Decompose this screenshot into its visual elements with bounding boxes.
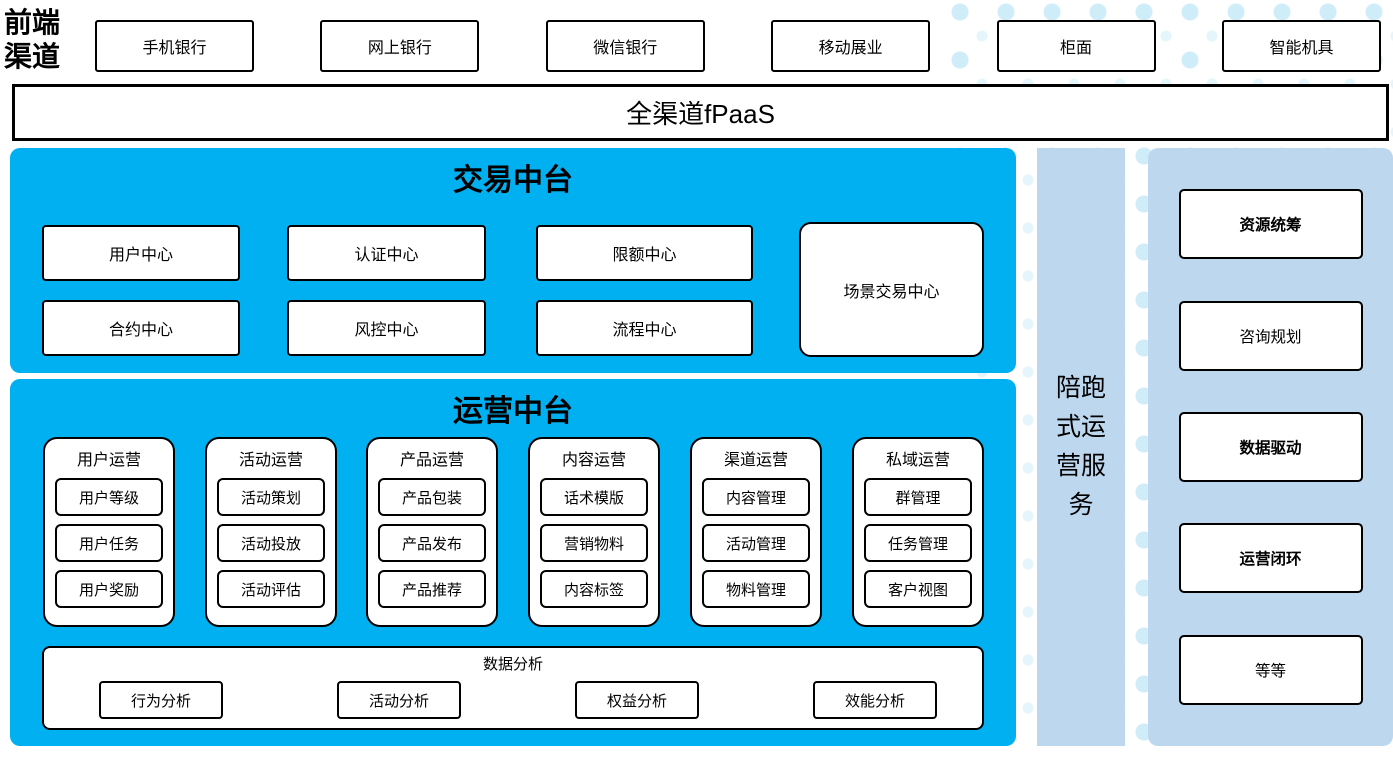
- operation-column-title: 渠道运营: [723, 452, 788, 469]
- operation-column: 私域运营 群管理 任务管理 客户视图: [852, 437, 984, 627]
- transaction-platform-title: 交易中台: [453, 163, 573, 198]
- operation-item: 用户等级: [55, 478, 163, 516]
- front-channels-label: 前端渠道: [4, 6, 61, 73]
- operation-platform-title: 运营中台: [453, 394, 573, 429]
- channel-box: 智能机具: [1221, 20, 1381, 72]
- operation-item: 活动策划: [217, 478, 325, 516]
- service-box: 咨询规划: [1178, 300, 1363, 371]
- operation-column-title: 用户运营: [76, 452, 141, 469]
- operation-item: 用户奖励: [55, 570, 163, 608]
- channel-box: 移动展业: [771, 20, 931, 72]
- operation-column: 渠道运营 内容管理 活动管理 物料管理: [690, 437, 822, 627]
- data-analysis-title: 数据分析: [482, 656, 543, 673]
- side-service-bar: 陪跑式运营服务: [1037, 148, 1125, 746]
- operation-column-title: 内容运营: [561, 452, 626, 469]
- operation-column: 内容运营 话术模版 营销物料 内容标签: [528, 437, 660, 627]
- channel-box: 手机银行: [95, 20, 254, 72]
- analysis-box: 活动分析: [337, 681, 461, 719]
- operation-item: 物料管理: [702, 570, 810, 608]
- scenario-transaction-center-box: 场景交易中心: [799, 222, 984, 357]
- data-analysis-bar: 数据分析 行为分析 活动分析 权益分析 效能分析: [42, 646, 984, 730]
- front-channels-row: 手机银行 网上银行 微信银行 移动展业 柜面 智能机具: [95, 20, 1381, 72]
- operation-item: 客户视图: [864, 570, 972, 608]
- operation-item: 内容标签: [540, 570, 648, 608]
- data-analysis-items: 行为分析 活动分析 权益分析 效能分析: [44, 674, 982, 719]
- service-box: 运营闭环: [1178, 523, 1363, 594]
- operation-item: 产品发布: [378, 524, 486, 562]
- operation-column: 产品运营 产品包装 产品发布 产品推荐: [366, 437, 498, 627]
- channel-box: 网上银行: [320, 20, 480, 72]
- operation-column: 用户运营 用户等级 用户任务 用户奖励: [43, 437, 175, 627]
- operation-item: 营销物料: [540, 524, 648, 562]
- service-box: 等等: [1178, 634, 1363, 705]
- channel-box: 柜面: [996, 20, 1156, 72]
- operation-item: 话术模版: [540, 478, 648, 516]
- analysis-box: 效能分析: [813, 681, 937, 719]
- fpaas-bar: 全渠道fPaaS: [12, 84, 1389, 141]
- operation-column-title: 产品运营: [399, 452, 464, 469]
- operation-item: 活动管理: [702, 524, 810, 562]
- operation-item: 内容管理: [702, 478, 810, 516]
- operation-column-title: 私域运营: [885, 452, 950, 469]
- operation-item: 活动评估: [217, 570, 325, 608]
- side-service-label: 陪跑式运营服务: [1055, 374, 1106, 519]
- center-box: 用户中心: [42, 225, 240, 281]
- center-box: 风控中心: [287, 300, 486, 356]
- center-box: 限额中心: [536, 225, 753, 281]
- operation-column-title: 活动运营: [238, 452, 303, 469]
- center-box: 认证中心: [287, 225, 486, 281]
- channel-box: 微信银行: [545, 20, 705, 72]
- operation-item: 产品包装: [378, 478, 486, 516]
- fpaas-label: 全渠道fPaaS: [626, 99, 775, 129]
- analysis-box: 行为分析: [99, 681, 223, 719]
- service-box: 资源统筹: [1178, 189, 1363, 260]
- operation-item: 活动投放: [217, 524, 325, 562]
- operation-item: 产品推荐: [378, 570, 486, 608]
- operation-item: 任务管理: [864, 524, 972, 562]
- analysis-box: 权益分析: [575, 681, 699, 719]
- center-box: 流程中心: [536, 300, 753, 356]
- service-box: 数据驱动: [1178, 411, 1363, 482]
- right-service-panel: 资源统筹 咨询规划 数据驱动 运营闭环 等等: [1148, 148, 1393, 746]
- transaction-platform-panel: 交易中台 用户中心 认证中心 限额中心 合约中心 风控中心 流程中心 场景交易中…: [10, 148, 1016, 373]
- center-box: 合约中心: [42, 300, 240, 356]
- operation-platform-panel: 运营中台 用户运营 用户等级 用户任务 用户奖励 活动运营 活动策划 活动投放 …: [10, 379, 1016, 746]
- operation-column: 活动运营 活动策划 活动投放 活动评估: [205, 437, 337, 627]
- operation-item: 用户任务: [55, 524, 163, 562]
- operation-item: 群管理: [864, 478, 972, 516]
